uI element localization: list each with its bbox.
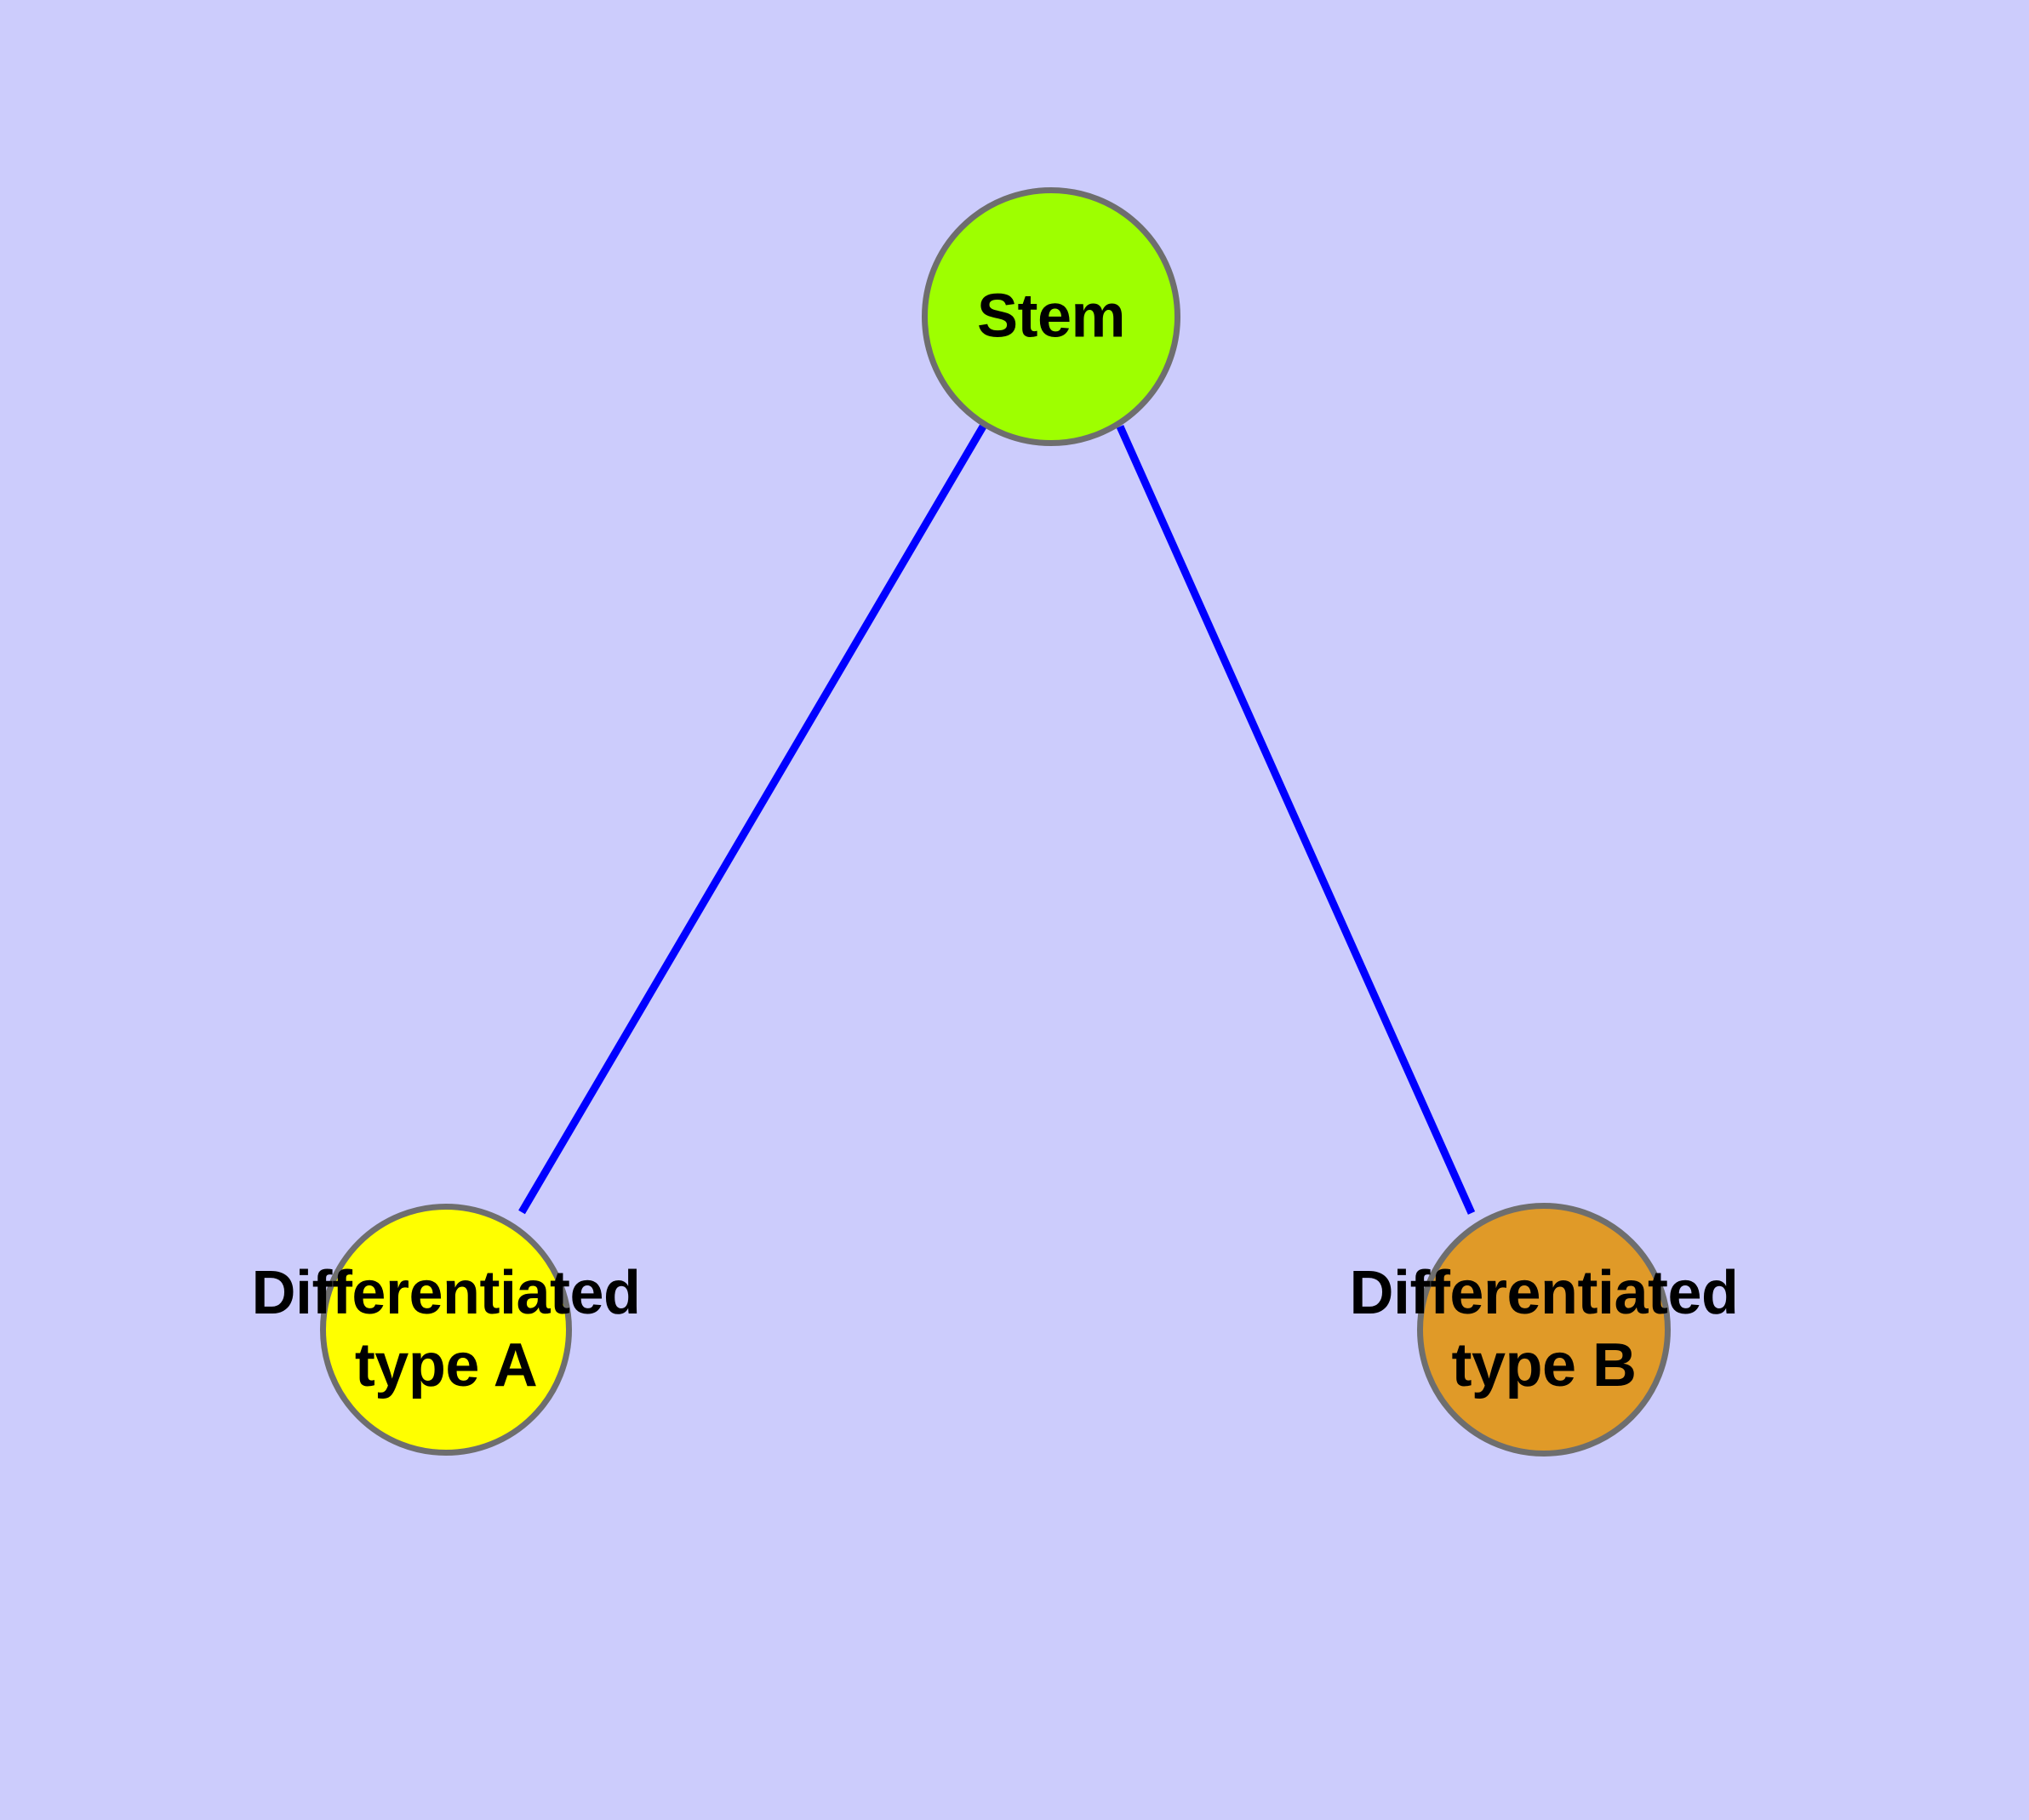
node-differentiated-type-a[interactable]: Differentiated type A (251, 1204, 641, 1456)
node-differentiated-type-b[interactable]: Differentiated type B (1349, 1203, 1739, 1457)
node-differentiated-type-a-circle[interactable] (320, 1204, 572, 1456)
edge-stem-to-differentiated-type-a (518, 424, 986, 1215)
node-differentiated-type-b-circle[interactable] (1417, 1203, 1671, 1457)
node-stem-circle[interactable] (922, 187, 1180, 446)
edge-stem-to-differentiated-type-b (1116, 425, 1476, 1215)
node-stem[interactable]: Stem (922, 187, 1180, 446)
